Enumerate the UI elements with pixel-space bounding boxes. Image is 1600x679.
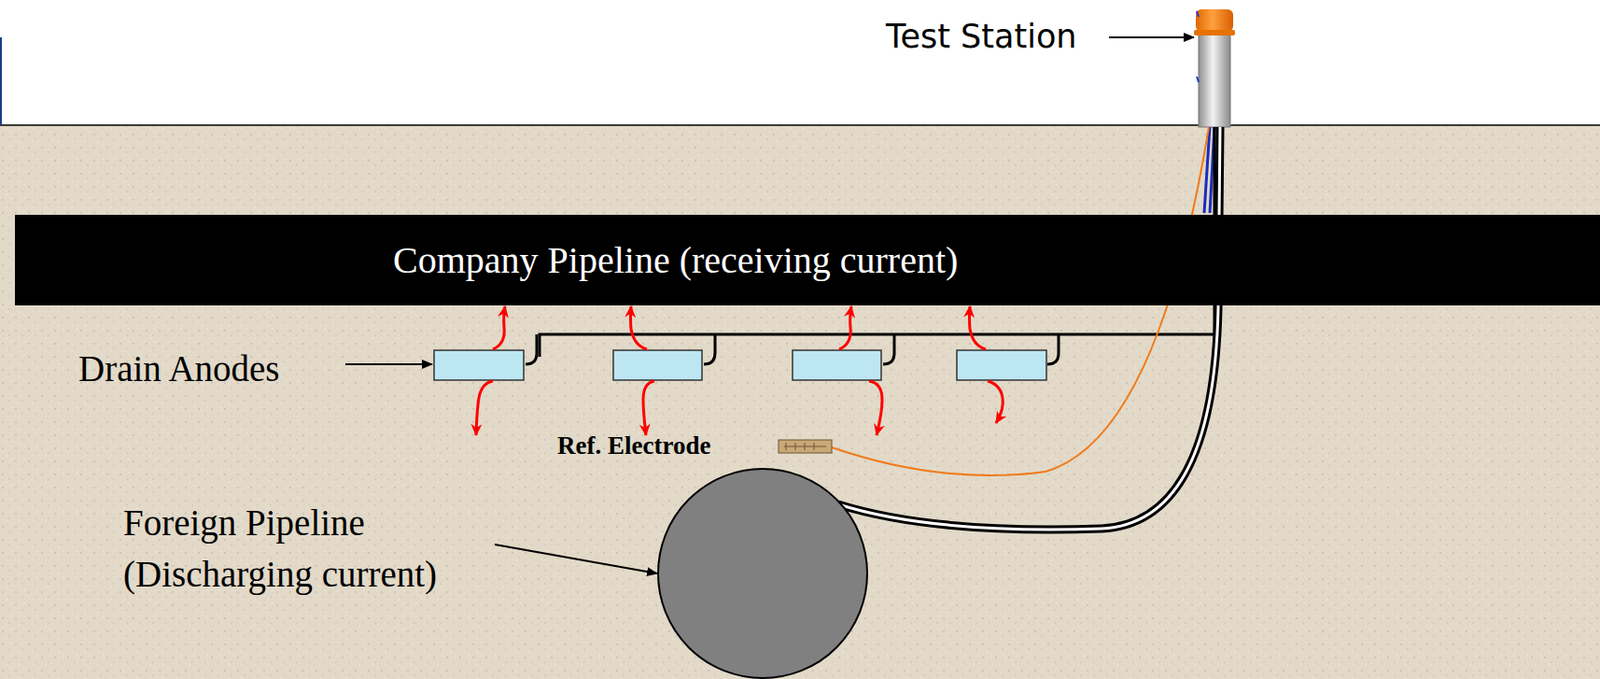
leader-arrow (345, 363, 433, 365)
pipeline-band: Company Pipeline (receiving current) (14, 214, 1600, 306)
current-arrow (839, 306, 852, 350)
callout-label: Test Station (885, 16, 1110, 57)
leader-arrow (494, 544, 658, 574)
electrode-texture (784, 442, 827, 450)
drain-anode (613, 350, 702, 380)
reference-electrode (778, 439, 832, 453)
current-arrow (987, 380, 1003, 423)
terminal (1196, 11, 1199, 83)
drain-anode (434, 350, 524, 380)
pipeline-label: Company Pipeline (receiving current) (392, 238, 1600, 283)
test-station-cap-rim (1193, 29, 1236, 36)
drain-anode (956, 350, 1047, 380)
drain-anode (792, 350, 882, 380)
callout-label: Drain Anodes (78, 347, 350, 392)
current-arrow (969, 306, 987, 350)
soil (0, 125, 1600, 679)
current-arrow (631, 306, 648, 350)
current-arrow (492, 306, 506, 350)
test-station-post (1198, 26, 1231, 127)
test-station-cap (1195, 9, 1234, 32)
foreign-pipeline (658, 468, 868, 678)
bond-cable-core (838, 126, 1221, 530)
current-arrow (869, 380, 883, 436)
current-arrow (643, 380, 655, 436)
edge-line (0, 37, 2, 126)
current-arrow (476, 380, 493, 436)
callout-label: Foreign Pipeline (Discharging current) (123, 497, 497, 600)
leader-arrow (1108, 36, 1194, 39)
bond-cable (838, 126, 1221, 530)
ground-line (0, 124, 1600, 127)
callout-label: Ref. Electrode (557, 430, 782, 461)
